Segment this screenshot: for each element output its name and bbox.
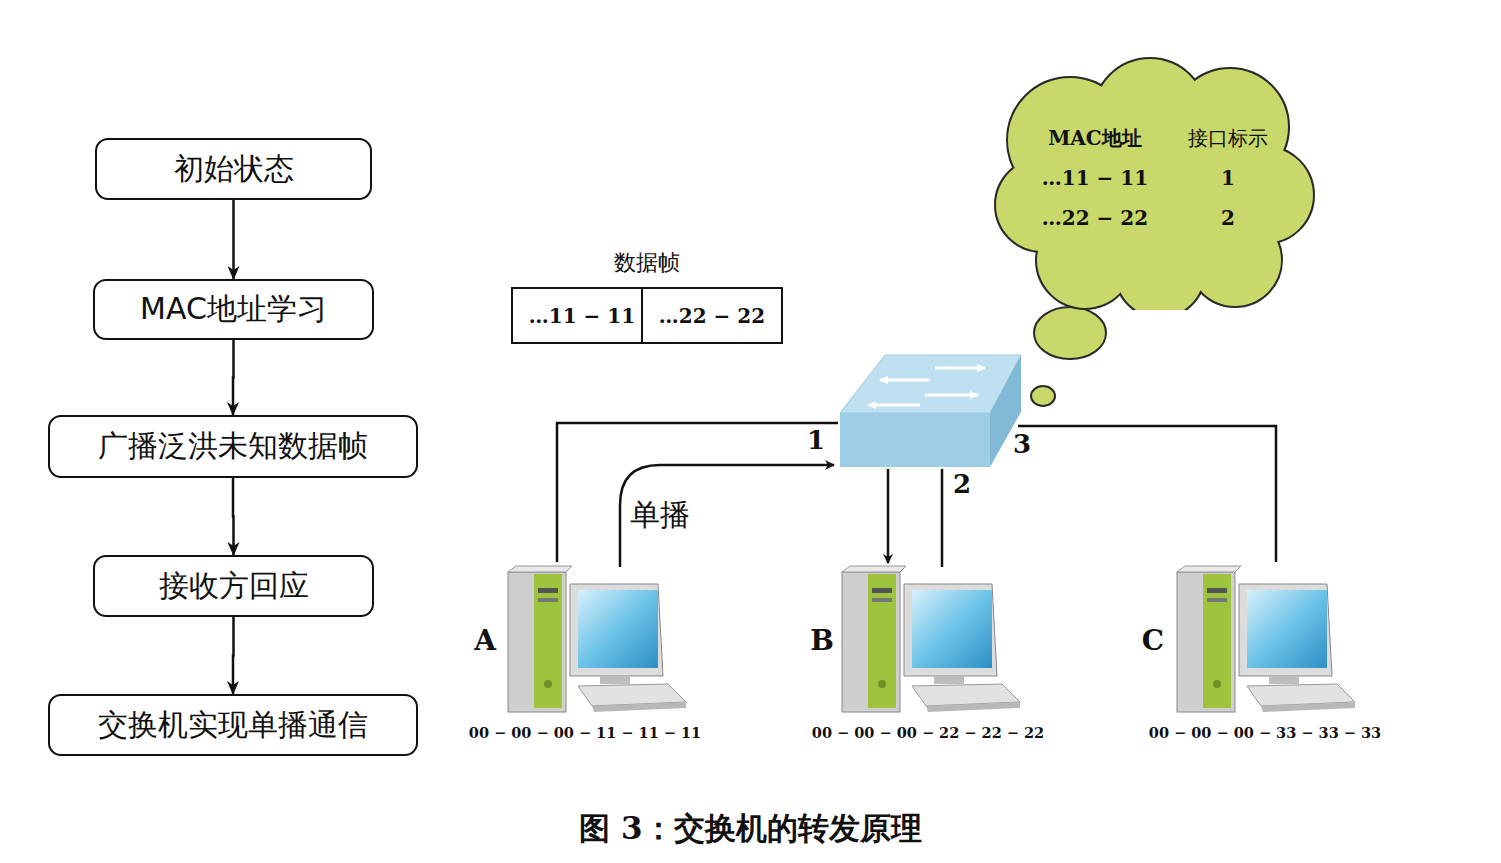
table-text: MAC地址 xyxy=(1048,125,1142,152)
process-box: 接收方回应 xyxy=(93,555,374,617)
table-text: …22 − 22 xyxy=(1042,206,1148,230)
step-text: 交换机实现单播通信 xyxy=(98,705,368,746)
data-frame: 数据帧 …11 − 11 …22 − 22 xyxy=(510,245,782,347)
process-box: 初始状态 xyxy=(95,138,372,200)
table-text: 接口标示 xyxy=(1188,125,1268,152)
computer-host: B00 − 00 − 00 − 22 − 22 − 22 xyxy=(800,620,1040,745)
process-box: 广播泛洪未知数据帧 xyxy=(48,415,418,478)
flow-arrow xyxy=(232,200,235,279)
port-number: 3 xyxy=(1013,429,1031,459)
computer-host: C 00 − 00 − 00 − 33 − 33 − 33 xyxy=(1130,620,1380,745)
figure-caption: 图 3：交换机的转发原理 xyxy=(0,808,1501,850)
mac-table-cloud: MAC地址 接口标示 …11 − 11 1 …22 − 22 2 xyxy=(990,55,1315,310)
table-text: …22 − 22 xyxy=(659,304,765,328)
mac-address: 00 − 00 − 00 − 33 − 33 − 33 xyxy=(1149,724,1381,741)
step-text: 广播泛洪未知数据帧 xyxy=(98,426,368,467)
flow-arrow xyxy=(232,340,235,415)
cloud-shape xyxy=(990,55,1315,310)
step-text: 接收方回应 xyxy=(159,566,309,607)
table-text: …11 − 11 xyxy=(529,304,635,328)
flow-arrow xyxy=(232,617,235,694)
host-name: A xyxy=(474,624,496,657)
process-box: MAC地址学习 xyxy=(93,279,374,340)
table-text: …11 − 11 xyxy=(1042,166,1148,190)
host-name: C xyxy=(1142,624,1164,657)
mac-address: 00 − 00 − 00 − 11 − 11 − 11 xyxy=(469,724,701,741)
process-box: 交换机实现单播通信 xyxy=(48,694,418,756)
frame-field: …22 − 22 xyxy=(641,287,783,344)
table-text: 数据帧 xyxy=(614,248,680,278)
edge-label: 单播 xyxy=(627,495,693,536)
step-text: 初始状态 xyxy=(174,149,294,190)
port-number: 2 xyxy=(953,469,971,499)
step-text: MAC地址学习 xyxy=(140,289,327,330)
mac-address: 00 − 00 − 00 − 22 − 22 − 22 xyxy=(812,724,1044,741)
frame-field: …11 − 11 xyxy=(511,287,653,344)
computer-host: A 00 − 00 − 00 − 11 − 11 − 11 xyxy=(465,620,705,745)
port-number: 1 xyxy=(807,425,825,455)
table-text: 1 xyxy=(1221,166,1235,190)
host-name: B xyxy=(810,624,834,657)
table-text: 2 xyxy=(1221,206,1235,230)
flow-arrow xyxy=(232,478,235,555)
